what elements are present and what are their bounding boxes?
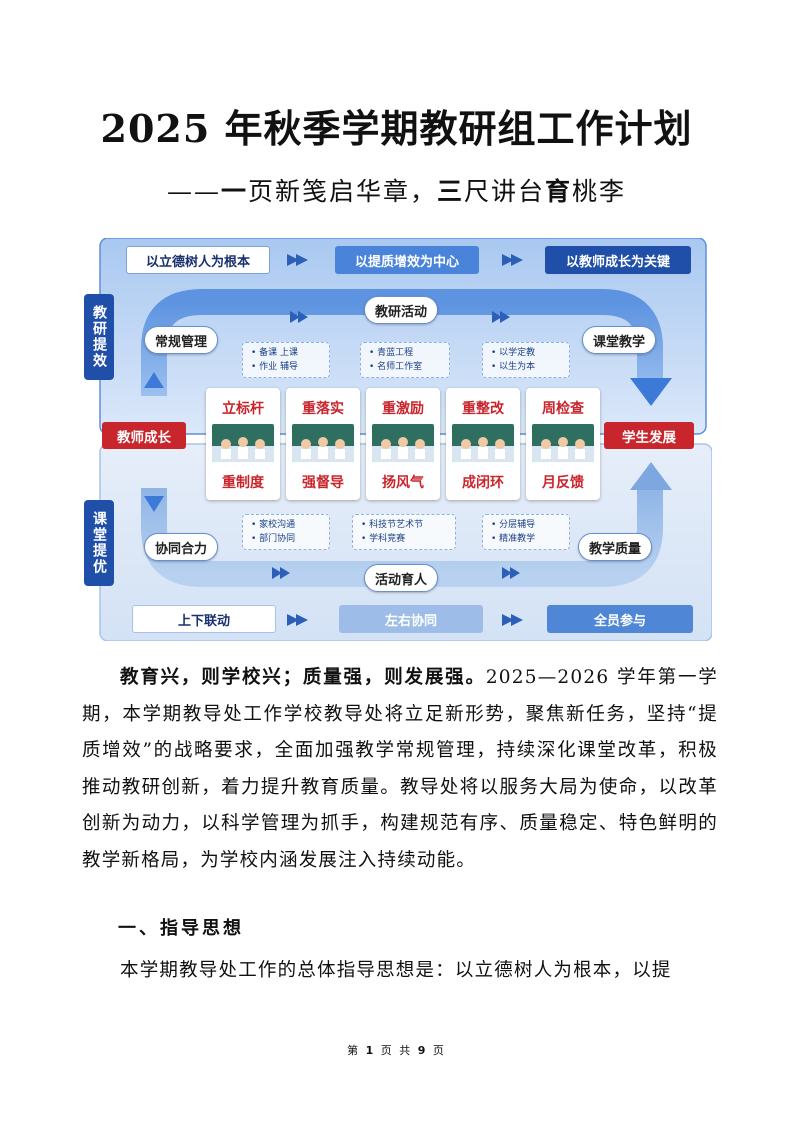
card-top-label: 立标杆 [222, 401, 264, 417]
measure-card: 周检查 月反馈 [526, 388, 600, 500]
subtitle-part: 一 [220, 177, 248, 206]
work-plan-diagram: 以立德树人为根本 以提质增效为中心 以教师成长为关键 上下联动 左右协同 全员参… [82, 238, 712, 641]
node-teaching-research: 教研活动 [364, 296, 439, 324]
measure-card: 重落实 强督导 [286, 388, 360, 500]
lower-loop-arrowhead [630, 462, 672, 490]
intro-paragraph: 教育兴，则学校兴；质量强，则发展强。2025—2026 学年第一学期，本学期教导… [82, 660, 718, 879]
bullets-quality: 分层辅导精准教学 [482, 514, 570, 550]
card-bottom-label: 重制度 [222, 475, 264, 491]
card-top-label: 重落实 [302, 401, 344, 417]
bullets-cooperation: 家校沟通部门协同 [242, 514, 330, 550]
card-top-label: 重激励 [382, 401, 424, 417]
intro-text: 2025—2026 学年第一学期，本学期教导处工作学校教导处将立足新形势，聚焦新… [82, 667, 718, 871]
bullets-research: 青蓝工程名师工作室 [360, 342, 450, 378]
node-routine-management: 常规管理 [144, 326, 219, 354]
section-paragraph: 本学期教导处工作的总体指导思想是：以立德树人为根本，以提 [120, 960, 672, 981]
measure-card: 重整改 成闭环 [446, 388, 520, 500]
subtitle-part: 三 [436, 177, 464, 206]
page-footer: 第 1 页 共 9 页 [347, 1044, 446, 1057]
measure-card: 立标杆 重制度 [206, 388, 280, 500]
classroom-photo [452, 424, 514, 462]
bullets-activities: 科技节艺术节学科竞赛 [352, 514, 456, 550]
bullets-routine: 备课 上课作业 辅导 [242, 342, 330, 378]
principle-box-teacher: 以教师成长为关键 [545, 246, 691, 274]
subtitle-part: 页新笺启华章， [247, 177, 437, 206]
principle-box-quality: 以提质增效为中心 [335, 246, 479, 274]
subtitle-dash: —— [166, 177, 221, 206]
bullets-classroom: 以学定教以生为本 [482, 342, 570, 378]
card-bottom-label: 成闭环 [462, 475, 504, 491]
subtitle-part: 桃李 [572, 177, 627, 206]
upper-loop-arrow-start [144, 372, 164, 388]
node-teaching-quality: 教学质量 [578, 533, 653, 561]
card-bottom-label: 强督导 [302, 475, 344, 491]
side-label-classroom: 课堂提优 [84, 500, 114, 586]
chevrons [272, 254, 523, 626]
document-title: 2025 年秋季学期教研组工作计划 [100, 106, 693, 151]
node-cooperation: 协同合力 [144, 533, 219, 561]
document-subtitle: ——一页新笺启华章，三尺讲台育桃李 [0, 172, 793, 208]
section-heading: 一、指导思想 [118, 918, 244, 939]
card-bottom-label: 月反馈 [542, 475, 584, 491]
node-teacher-growth: 教师成长 [102, 422, 186, 449]
card-top-label: 重整改 [462, 401, 504, 417]
subtitle-part: 尺讲台 [464, 177, 546, 206]
classroom-photo [212, 424, 274, 462]
mode-box-horizontal: 左右协同 [339, 605, 483, 633]
node-activity-education: 活动育人 [364, 564, 439, 592]
mode-box-vertical: 上下联动 [132, 605, 276, 633]
subtitle-part: 育 [545, 177, 573, 206]
classroom-photo [292, 424, 354, 462]
lower-loop-arrow-start [144, 496, 164, 512]
card-top-label: 周检查 [542, 401, 584, 417]
node-student-development: 学生发展 [604, 422, 694, 449]
card-bottom-label: 扬风气 [382, 475, 424, 491]
node-classroom-teaching: 课堂教学 [582, 326, 657, 354]
mode-box-all: 全员参与 [547, 605, 693, 633]
classroom-photo [372, 424, 434, 462]
measure-card: 重激励 扬风气 [366, 388, 440, 500]
side-label-research: 教研提效 [84, 294, 114, 380]
upper-loop-arrowhead [630, 378, 672, 406]
intro-lead: 教育兴，则学校兴；质量强，则发展强。 [120, 667, 486, 688]
principle-box-morality: 以立德树人为根本 [126, 246, 270, 274]
classroom-photo [532, 424, 594, 462]
